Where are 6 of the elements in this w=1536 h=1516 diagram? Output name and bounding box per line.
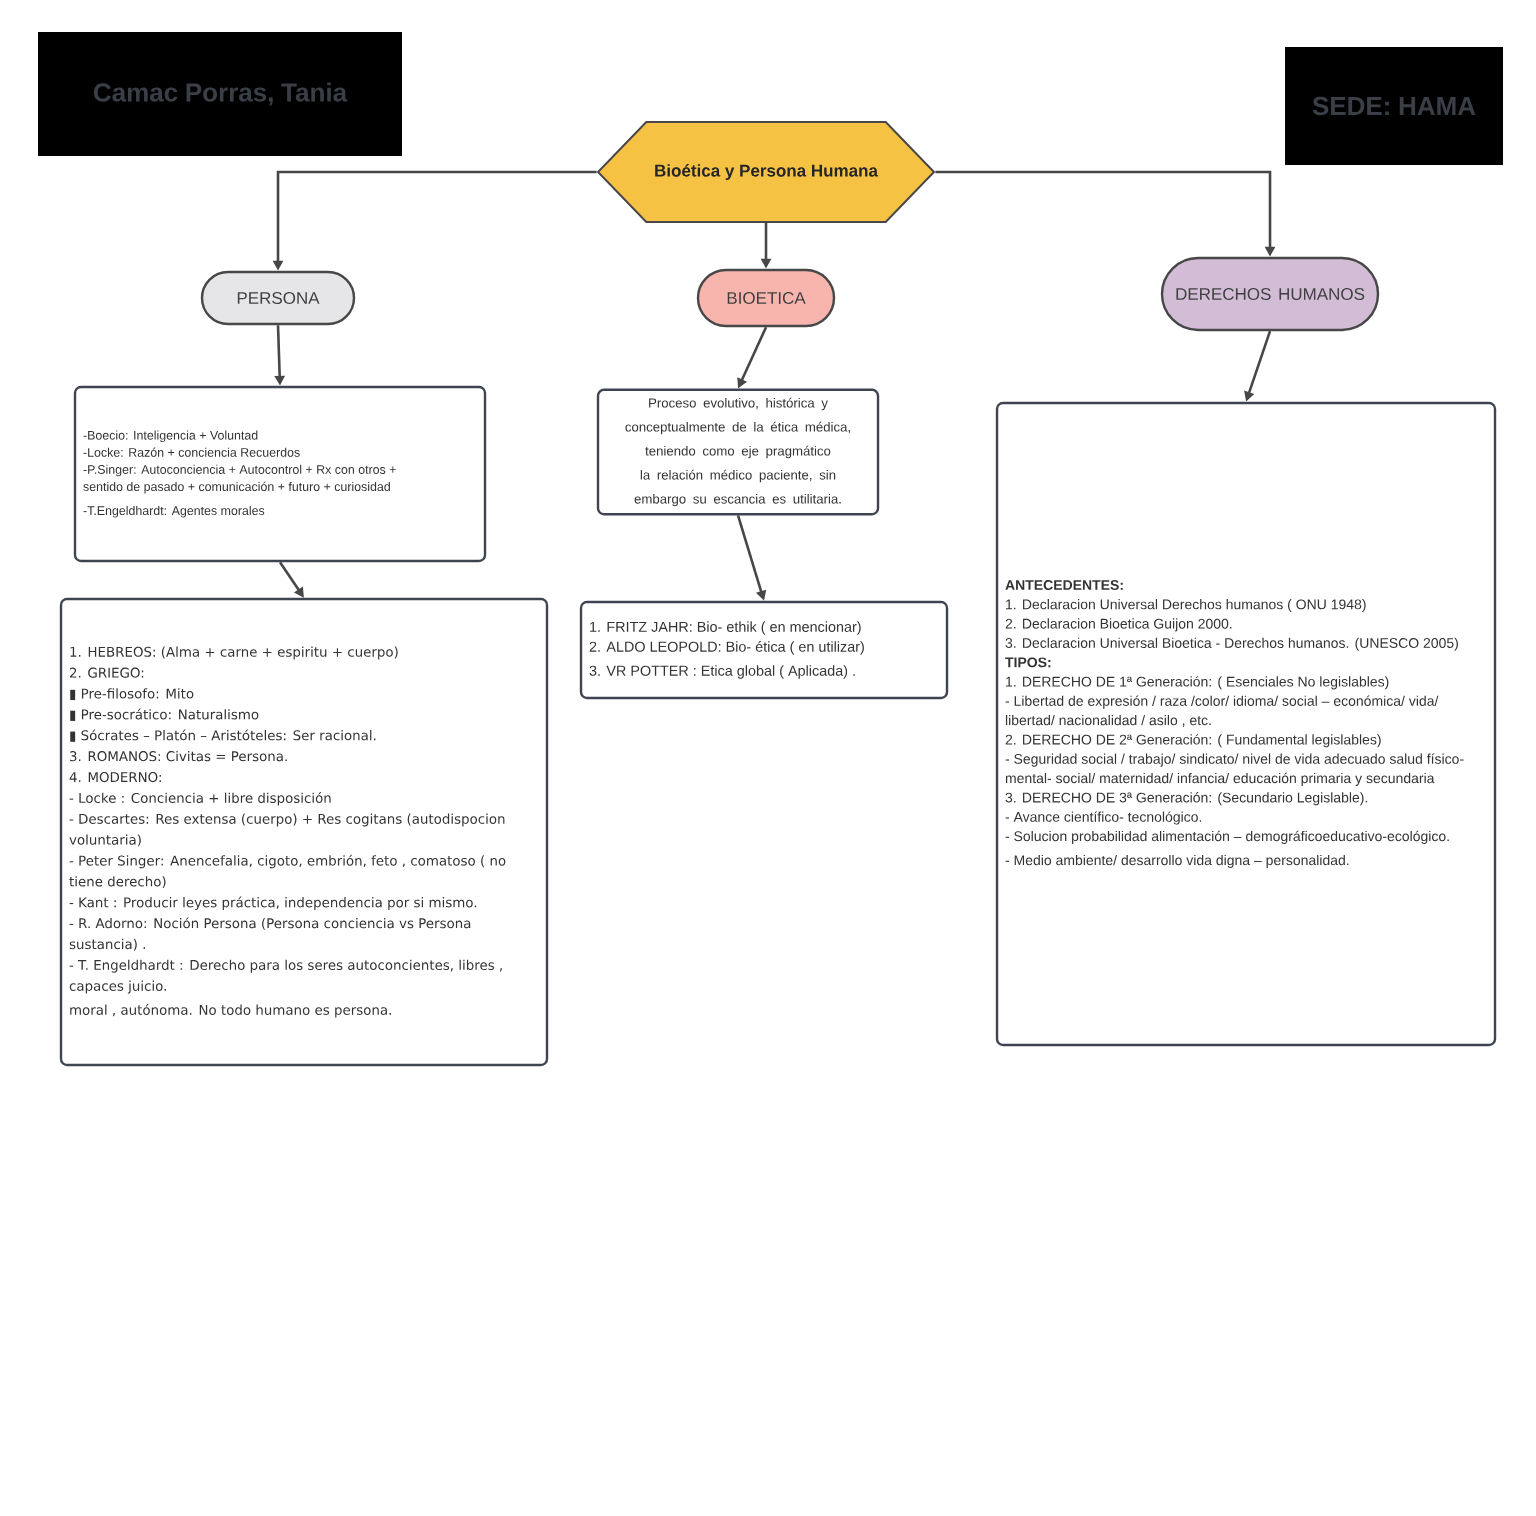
hexagon-node: Bioética y Persona Humana	[596, 121, 936, 223]
title-box: SEDE: HAMA	[1285, 47, 1503, 165]
title-box: Camac Porras, Tania	[38, 32, 402, 156]
topic-pill: PERSONA	[200, 270, 356, 326]
topic-pill: BIOETICA	[696, 268, 836, 328]
topic-pill: DERECHOS HUMANOS	[1160, 256, 1380, 332]
